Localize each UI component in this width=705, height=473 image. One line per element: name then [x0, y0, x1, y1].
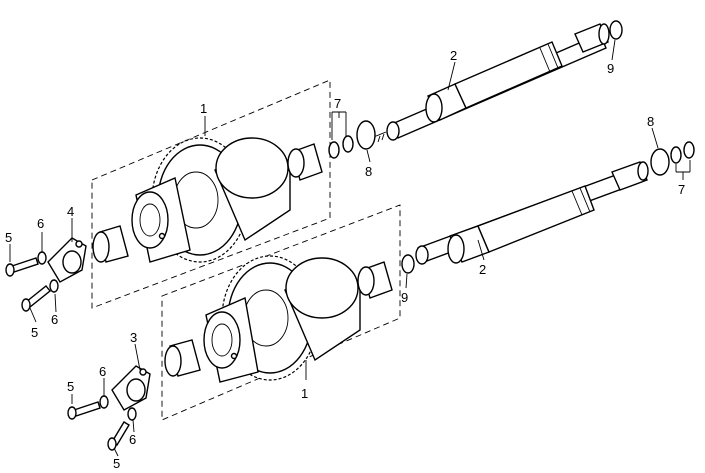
- washer-6-c: [99, 395, 109, 409]
- bolt-5-c: [67, 401, 101, 420]
- ring-8-right: [650, 148, 670, 176]
- leader-lines: [9, 39, 691, 457]
- washer-6-a: [37, 251, 47, 265]
- washer-6-b: [49, 279, 59, 293]
- washer-6-d: [127, 407, 137, 421]
- washers-7-top: [328, 135, 354, 159]
- shaft-bottom: [415, 161, 649, 265]
- callout-1-bottom: 1: [301, 386, 308, 401]
- bushing-bottom-left: [164, 339, 201, 377]
- ring-9-top: [609, 20, 623, 40]
- washers-7-right: [670, 141, 695, 164]
- callout-8-top: 8: [365, 164, 372, 179]
- crank-assembly-top: [131, 137, 291, 263]
- callout-1-top: 1: [200, 101, 207, 116]
- assembly-frame-top: [91, 79, 331, 309]
- crank-assembly-bottom: [203, 255, 361, 383]
- shaft-top: [365, 23, 610, 143]
- callout-8-right: 8: [647, 114, 654, 129]
- bushing-top-left: [92, 225, 129, 263]
- callout-4: 4: [67, 204, 74, 219]
- callout-6-c: 6: [99, 364, 106, 379]
- callout-5-b: 5: [31, 325, 38, 340]
- callout-9-top: 9: [607, 61, 614, 76]
- callout-2-bottom: 2: [479, 262, 486, 277]
- callout-6-d: 6: [129, 432, 136, 447]
- bushing-bottom-right: [357, 261, 393, 299]
- bolt-5-d: [107, 421, 130, 451]
- callout-5-a: 5: [5, 230, 12, 245]
- callout-9-mid: 9: [401, 290, 408, 305]
- callout-3: 3: [130, 330, 137, 345]
- bolt-5-a: [5, 257, 39, 277]
- ring-8-top: [356, 120, 376, 150]
- bushing-top-right: [287, 143, 323, 181]
- bolt-5-b: [21, 285, 51, 312]
- callout-6-b: 6: [51, 312, 58, 327]
- callout-7-right: 7: [678, 182, 685, 197]
- callout-2-top: 2: [450, 48, 457, 63]
- callout-5-d: 5: [113, 456, 120, 471]
- ring-9-mid: [401, 254, 415, 274]
- callout-5-c: 5: [67, 379, 74, 394]
- bearing-block-4: [47, 237, 87, 283]
- bearing-block-3: [111, 365, 151, 411]
- callout-7-top: 7: [334, 96, 341, 111]
- callout-6-a: 6: [37, 216, 44, 231]
